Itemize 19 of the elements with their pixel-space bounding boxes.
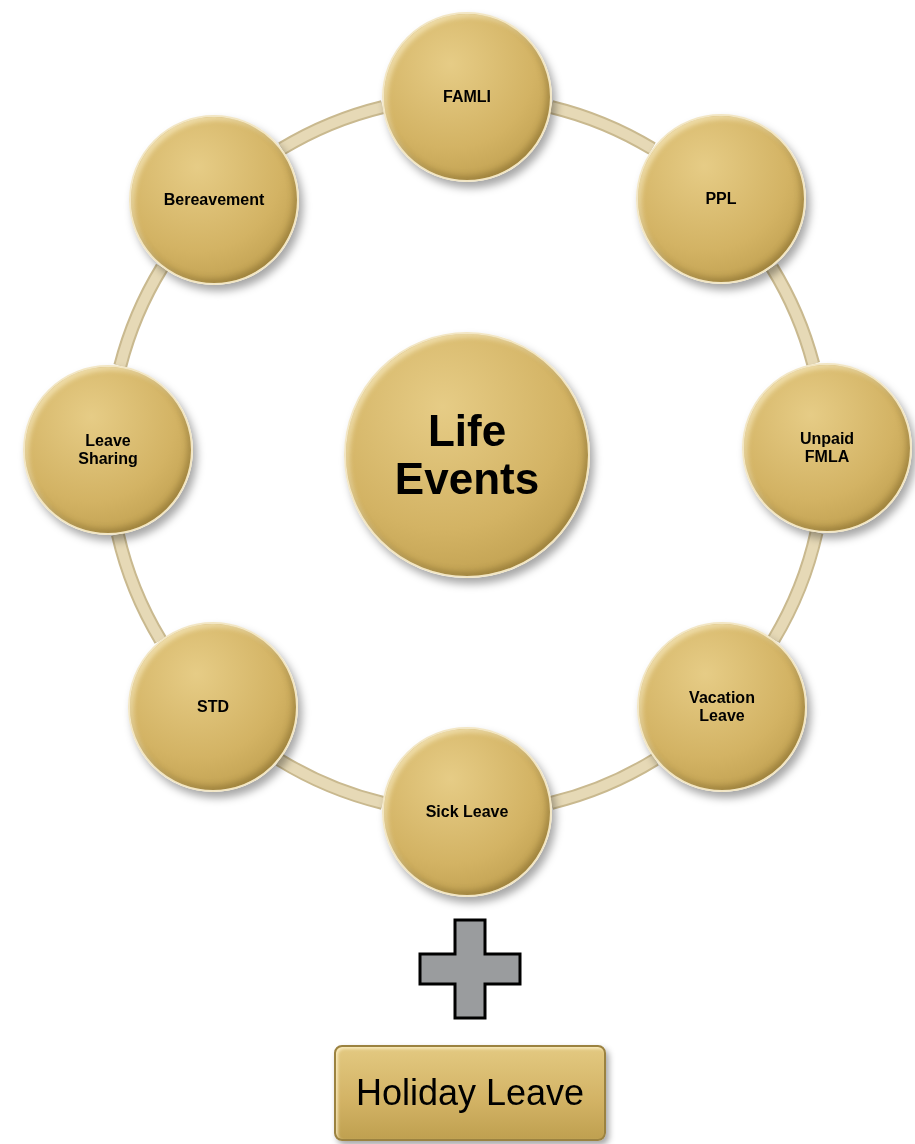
circle-label: FAMLI: [443, 88, 491, 106]
circle-label: STD: [197, 698, 229, 716]
ring-connector: [276, 753, 385, 810]
ring-connector: [113, 264, 169, 368]
circle-label: Vacation Leave: [688, 689, 756, 725]
ring-connector: [765, 264, 820, 366]
box-label: Holiday Leave: [355, 1072, 585, 1114]
ring-connector: [549, 100, 656, 155]
circle-label: Unpaid FMLA: [798, 430, 856, 466]
ring-connector: [549, 753, 659, 810]
circle-label: Life Events: [393, 406, 541, 504]
circle-label: Sick Leave: [425, 803, 509, 821]
circle-label: PPL: [705, 190, 737, 208]
circle-label: Bereavement: [163, 191, 265, 209]
circle-label: Leave Sharing: [77, 432, 139, 468]
ring-connector: [278, 100, 385, 155]
ring-connector: [767, 530, 824, 643]
rounded-box: [334, 1045, 606, 1141]
ring-connector: [111, 532, 167, 644]
